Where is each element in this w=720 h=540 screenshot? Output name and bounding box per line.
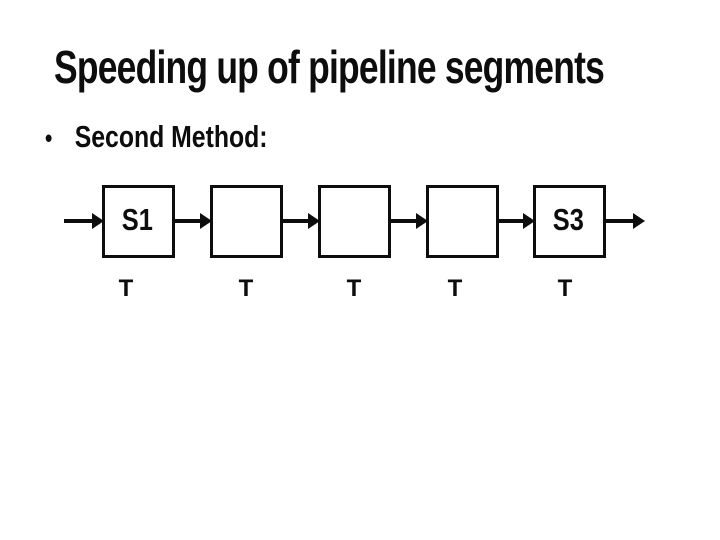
segment-box-3 bbox=[318, 185, 391, 258]
time-label: T bbox=[238, 275, 254, 302]
bullet-text: Second Method: bbox=[74, 119, 268, 154]
bullet-icon: • bbox=[45, 123, 53, 153]
segment-box-1: S1 bbox=[102, 185, 175, 258]
time-label: T bbox=[557, 275, 573, 302]
segment-label: S3 bbox=[552, 201, 584, 237]
time-label: T bbox=[346, 275, 362, 302]
time-label: T bbox=[118, 275, 134, 302]
bullet-line: • Second Method: bbox=[45, 119, 268, 155]
slide-title: Speeding up of pipeline segments bbox=[54, 41, 605, 93]
segment-box-4 bbox=[426, 185, 499, 258]
segment-box-2 bbox=[210, 185, 283, 258]
segment-label: S1 bbox=[121, 201, 153, 237]
time-label: T bbox=[447, 275, 463, 302]
segment-box-5: S3 bbox=[533, 185, 606, 258]
